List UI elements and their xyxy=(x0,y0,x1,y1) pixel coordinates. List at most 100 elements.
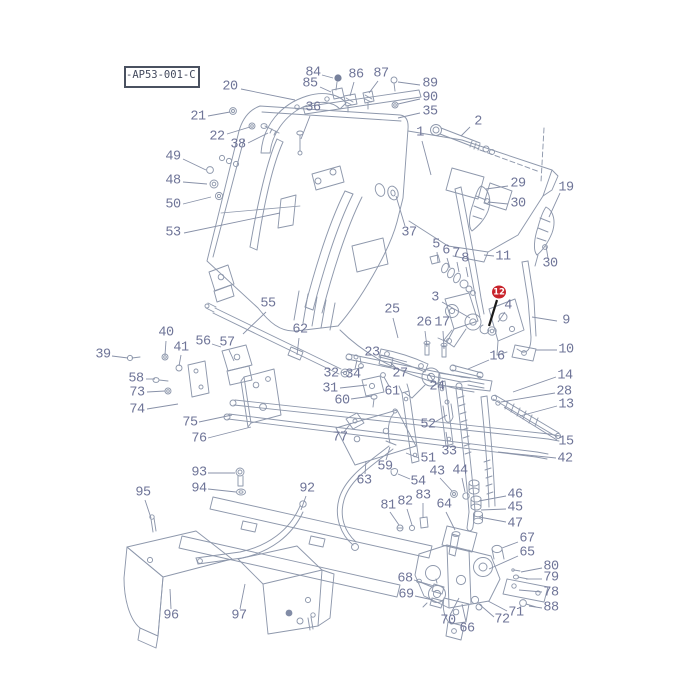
part-label-86: 86 xyxy=(348,67,364,83)
part-label-15: 15 xyxy=(558,434,574,450)
part-label-87: 87 xyxy=(373,66,389,82)
part-label-21: 21 xyxy=(190,109,206,125)
part-label-7: 7 xyxy=(452,246,460,262)
part-label-45: 45 xyxy=(507,500,523,516)
part-label-9: 9 xyxy=(562,313,570,329)
part-label-53: 53 xyxy=(165,225,181,241)
part-label-51: 51 xyxy=(420,451,436,467)
part-label-14: 14 xyxy=(557,368,573,384)
part-label-81: 81 xyxy=(380,498,396,514)
part-label-6: 6 xyxy=(442,243,450,259)
part-label-22: 22 xyxy=(209,129,225,145)
part-label-96: 96 xyxy=(163,608,179,624)
leader-lines xyxy=(111,74,561,623)
part-label-34: 34 xyxy=(345,367,361,383)
part-label-30: 30 xyxy=(542,256,558,272)
part-label-67: 67 xyxy=(519,531,535,547)
part-label-68: 68 xyxy=(397,571,413,587)
part-label-41: 41 xyxy=(173,340,189,356)
part-label-60: 60 xyxy=(334,393,350,409)
part-label-84: 84 xyxy=(305,65,321,81)
part-label-26: 26 xyxy=(416,315,432,331)
part-label-38: 38 xyxy=(230,137,246,153)
part-label-94: 94 xyxy=(191,481,207,497)
part-label-3: 3 xyxy=(431,290,439,306)
part-label-70: 70 xyxy=(440,613,456,629)
part-label-69: 69 xyxy=(398,587,414,603)
part-label-63: 63 xyxy=(356,473,372,489)
part-label-39: 39 xyxy=(95,347,111,363)
part-label-97: 97 xyxy=(231,608,247,624)
part-label-33: 33 xyxy=(441,444,457,460)
part-label-24: 24 xyxy=(429,379,445,395)
part-label-50: 50 xyxy=(165,197,181,213)
highlight-leader-line xyxy=(487,299,499,327)
part-label-43: 43 xyxy=(429,464,445,480)
part-label-32: 32 xyxy=(323,366,339,382)
part-label-89: 89 xyxy=(422,76,438,92)
part-label-66: 66 xyxy=(459,621,475,637)
part-label-4: 4 xyxy=(504,298,512,314)
part-label-79: 79 xyxy=(543,570,559,586)
part-label-27: 27 xyxy=(392,366,408,382)
part-label-83: 83 xyxy=(415,488,431,504)
part-label-20: 20 xyxy=(222,79,238,95)
part-label-30: 30 xyxy=(510,196,526,212)
part-label-59: 59 xyxy=(377,459,393,475)
part-label-71: 71 xyxy=(508,605,524,621)
part-label-52: 52 xyxy=(420,417,436,433)
part-label-56: 56 xyxy=(195,334,211,350)
part-label-65: 65 xyxy=(519,545,535,561)
highlighted-part-label-12[interactable]: 12 xyxy=(492,285,506,299)
part-label-92: 92 xyxy=(299,481,315,497)
part-label-76: 76 xyxy=(191,431,207,447)
part-label-77: 77 xyxy=(332,430,348,446)
part-label-90: 90 xyxy=(422,90,438,106)
part-label-40: 40 xyxy=(158,325,174,341)
part-label-28: 28 xyxy=(556,384,572,400)
part-label-31: 31 xyxy=(322,381,338,397)
part-label-29: 29 xyxy=(510,176,526,192)
part-label-8: 8 xyxy=(461,251,469,267)
part-label-1: 1 xyxy=(416,125,424,141)
part-label-36: 36 xyxy=(305,100,321,116)
part-label-25: 25 xyxy=(384,302,400,318)
part-label-57: 57 xyxy=(219,335,235,351)
part-label-5: 5 xyxy=(432,237,440,253)
part-label-72: 72 xyxy=(494,612,510,628)
drawing-number-box: -AP53-001-C xyxy=(124,66,200,88)
part-label-75: 75 xyxy=(182,415,198,431)
part-label-58: 58 xyxy=(128,371,144,387)
part-label-93: 93 xyxy=(191,465,207,481)
part-label-85: 85 xyxy=(302,76,318,92)
part-label-42: 42 xyxy=(557,451,573,467)
part-label-95: 95 xyxy=(135,485,151,501)
part-label-88: 88 xyxy=(543,600,559,616)
part-label-44: 44 xyxy=(452,463,468,479)
part-label-49: 49 xyxy=(165,149,181,165)
part-label-55: 55 xyxy=(260,296,276,312)
part-label-13: 13 xyxy=(558,397,574,413)
part-label-19: 19 xyxy=(558,180,574,196)
part-label-82: 82 xyxy=(397,494,413,510)
part-label-23: 23 xyxy=(364,345,380,361)
part-label-64: 64 xyxy=(436,497,452,513)
part-label-16: 16 xyxy=(489,349,505,365)
part-label-54: 54 xyxy=(410,474,426,490)
part-label-80: 80 xyxy=(543,559,559,575)
part-label-37: 37 xyxy=(401,225,417,241)
part-label-62: 62 xyxy=(292,322,308,338)
drawing-number: -AP53-001-C xyxy=(126,69,196,81)
part-label-10: 10 xyxy=(558,342,574,358)
part-label-46: 46 xyxy=(507,487,523,503)
part-label-61: 61 xyxy=(384,384,400,400)
part-label-17: 17 xyxy=(434,315,450,331)
part-label-35: 35 xyxy=(422,104,438,120)
part-label-74: 74 xyxy=(129,402,145,418)
part-label-2: 2 xyxy=(474,114,482,130)
part-label-47: 47 xyxy=(507,516,523,532)
part-label-73: 73 xyxy=(129,385,145,401)
part-label-48: 48 xyxy=(165,173,181,189)
